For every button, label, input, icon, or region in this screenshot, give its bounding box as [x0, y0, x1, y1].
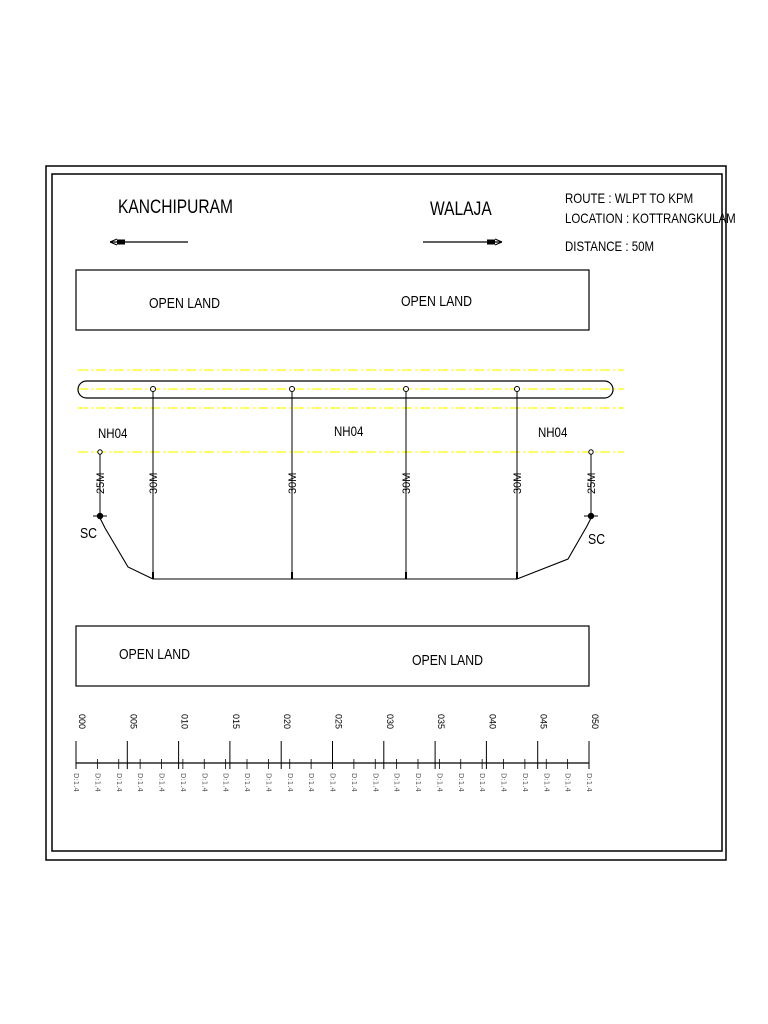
location-info: LOCATION : KOTTRANGKULAM — [565, 210, 736, 226]
scale-major-label: 050 — [590, 714, 600, 729]
scale-minor-label: D:1.4 — [564, 773, 572, 792]
dim-right-side: 25M — [586, 473, 598, 494]
scale-minor-label: D:1.4 — [500, 773, 508, 792]
side-lines — [97, 449, 594, 516]
scale-major-label: 005 — [128, 714, 138, 729]
open-land-bottom — [75, 625, 590, 687]
dim-span-1: 30M — [148, 473, 160, 494]
scale-minor-label: D:1.4 — [585, 773, 593, 792]
scale-minor-label: D:1.4 — [329, 773, 337, 792]
pit-label-right: SC — [588, 531, 605, 547]
route-ticks — [152, 572, 518, 579]
underground-route — [99, 517, 592, 580]
place-right: WALAJA — [430, 198, 492, 220]
drill-points — [150, 386, 520, 578]
dim-span-4: 30M — [512, 473, 524, 494]
service-chamber-right-icon — [584, 512, 598, 520]
scale-major-label: 020 — [282, 714, 292, 729]
pit-label-left: SC — [80, 525, 97, 541]
open-land-top-left: OPEN LAND — [149, 295, 220, 311]
scale-minor-label: D:1.4 — [521, 773, 529, 792]
road-label-left: NH04 — [98, 425, 127, 441]
duct-crossing — [77, 380, 614, 399]
arrow-left-icon — [109, 238, 188, 246]
distance-info: DISTANCE : 50M — [565, 238, 654, 254]
route-info: ROUTE : WLPT TO KPM — [565, 190, 693, 206]
scale-minor-label: D:1.4 — [478, 773, 486, 792]
scale-minor-label: D:1.4 — [286, 773, 294, 792]
scale-minor-label: D:1.4 — [115, 773, 123, 792]
scale-major-label: 000 — [77, 714, 87, 729]
scale-minor-label: D:1.4 — [542, 773, 550, 792]
scale-minor-label: D:1.4 — [350, 773, 358, 792]
scale-minor-label: D:1.4 — [414, 773, 422, 792]
scale-major-label: 025 — [334, 714, 344, 729]
dim-span-2: 30M — [287, 473, 299, 494]
open-land-bottom-left: OPEN LAND — [119, 646, 190, 662]
scale-major-label: 030 — [385, 714, 395, 729]
scale-major-label: 035 — [436, 714, 446, 729]
scale-major-label: 040 — [487, 714, 497, 729]
scale-minor-label: D:1.4 — [264, 773, 272, 792]
dim-span-3: 30M — [401, 473, 413, 494]
outer-frame — [45, 165, 727, 861]
scale-minor-label: D:1.4 — [158, 773, 166, 792]
scale-minor-label: D:1.4 — [243, 773, 251, 792]
dim-left-side: 25M — [95, 473, 107, 494]
scale-minor-label: D:1.4 — [435, 773, 443, 792]
place-left: KANCHIPURAM — [118, 196, 233, 218]
scale-major-label: 015 — [231, 714, 241, 729]
road-label-center: NH04 — [334, 423, 363, 439]
open-land-top — [75, 269, 590, 331]
scale-minor-label: D:1.4 — [457, 773, 465, 792]
road-label-right: NH04 — [538, 424, 567, 440]
scale-minor-label: D:1.4 — [200, 773, 208, 792]
service-chamber-left-icon — [93, 512, 107, 520]
scale-major-label: 010 — [180, 714, 190, 729]
scale-major-label: 045 — [539, 714, 549, 729]
scale-minor-label: D:1.4 — [72, 773, 80, 792]
highway-markings — [78, 369, 624, 453]
scale-minor-label: D:1.4 — [393, 773, 401, 792]
scale-minor-label: D:1.4 — [93, 773, 101, 792]
scale-minor-label: D:1.4 — [307, 773, 315, 792]
open-land-top-right: OPEN LAND — [401, 293, 472, 309]
inner-frame — [51, 173, 723, 852]
arrow-right-icon — [423, 238, 503, 246]
scale-minor-label: D:1.4 — [179, 773, 187, 792]
open-land-bottom-right: OPEN LAND — [412, 652, 483, 668]
scale-minor-label: D:1.4 — [222, 773, 230, 792]
scale-minor-label: D:1.4 — [136, 773, 144, 792]
scale-minor-label: D:1.4 — [371, 773, 379, 792]
